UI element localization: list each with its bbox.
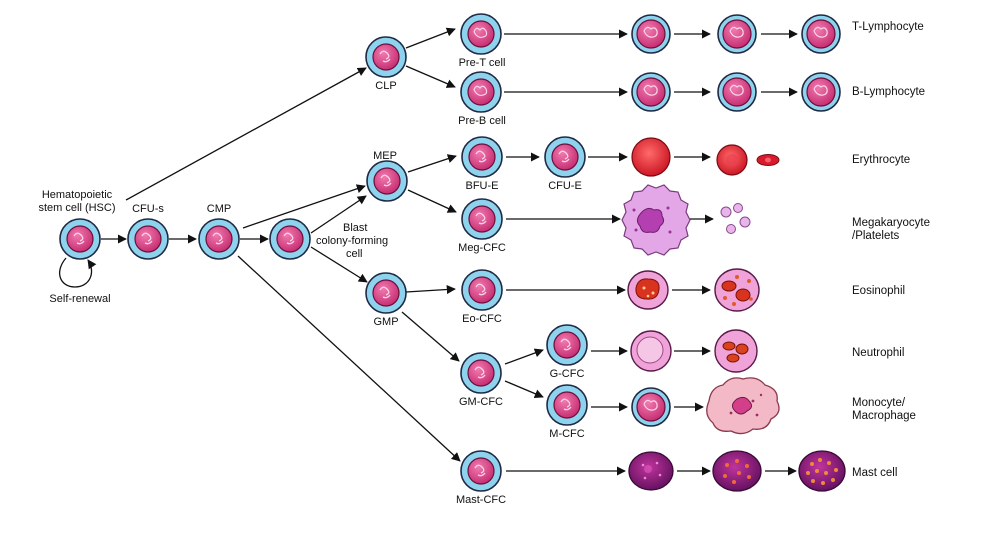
arrow-cmp-mast xyxy=(237,255,461,462)
reticulocyte-cell xyxy=(631,137,671,177)
monocyte-label-line2: Macrophage xyxy=(852,410,916,422)
macrophage-cell xyxy=(706,377,780,435)
g-cfc-cell xyxy=(546,324,588,366)
monocyte-stages xyxy=(631,377,780,435)
pre-t-label: Pre-T cell xyxy=(459,57,506,69)
cfu-s-label: CFU-s xyxy=(132,203,164,215)
neutrophil-label: Neutrophil xyxy=(852,347,904,359)
eosinophil-label: Eosinophil xyxy=(852,285,905,297)
arrow-gmcfc-gcfc xyxy=(504,348,544,365)
arrow-clp-preb xyxy=(405,65,456,88)
gmp-cell xyxy=(365,272,407,314)
mast-cell-final xyxy=(798,450,846,492)
bfu-e-cell xyxy=(461,136,503,178)
progenitor-cells xyxy=(59,13,588,492)
arrow-mep-bfue xyxy=(407,154,457,173)
b-lymph-stage-1 xyxy=(631,72,671,112)
pre-t-cell xyxy=(460,13,502,55)
platelets xyxy=(720,203,751,234)
arrow-gmp-gmcfc xyxy=(401,311,460,362)
m-cfc-cell xyxy=(546,384,588,426)
cmp-label: CMP xyxy=(207,203,231,215)
mast-cfc-label: Mast-CFC xyxy=(456,494,506,506)
lymphocyte-stages xyxy=(631,14,841,112)
mast-stage-1 xyxy=(628,451,674,491)
erythrocyte-label: Erythrocyte xyxy=(852,154,910,166)
g-cfc-label: G-CFC xyxy=(550,368,585,380)
eo-cfc-label: Eo-CFC xyxy=(462,313,502,325)
t-lymph-stage-2 xyxy=(717,14,757,54)
erythrocyte-cell xyxy=(716,144,780,176)
self-renewal-arrow xyxy=(58,257,97,288)
cfu-e-cell xyxy=(544,136,586,178)
b-lymphocyte-cell xyxy=(801,72,841,112)
neutrophil-stages xyxy=(630,329,758,373)
neutrophil-stage-1 xyxy=(630,330,672,372)
eosinophil-cell xyxy=(714,268,760,312)
clp-label: CLP xyxy=(375,80,396,92)
m-cfc-label: M-CFC xyxy=(549,428,584,440)
cfu-s-cell xyxy=(127,218,169,260)
arrow-mep-meg xyxy=(407,189,457,213)
blast-cell xyxy=(269,218,311,260)
arrow-cfus-clp xyxy=(125,67,367,201)
t-lymph-stage-1 xyxy=(631,14,671,54)
monocyte-label-line1: Monocyte/ xyxy=(852,397,906,409)
mast-cfc-cell xyxy=(460,450,502,492)
arrow-cmp-mep xyxy=(242,184,366,229)
b-lymph-stage-2 xyxy=(717,72,757,112)
blast-label-line2: colony-forming xyxy=(316,235,388,247)
arrow-blast-mep xyxy=(310,195,367,234)
hsc-label-line1: Hematopoietic xyxy=(42,189,113,201)
megakaryocyte-cell xyxy=(621,184,691,256)
self-renewal-label: Self-renewal xyxy=(49,293,110,305)
erythrocyte-stages xyxy=(631,137,780,177)
megakaryocyte-label-line2: /Platelets xyxy=(852,230,900,242)
pre-b-label: Pre-B cell xyxy=(458,115,506,127)
cmp-cell xyxy=(198,218,240,260)
cfu-e-label: CFU-E xyxy=(548,180,582,192)
mep-cell xyxy=(366,160,408,202)
clp-cell xyxy=(365,36,407,78)
eosinophil-stage-1 xyxy=(627,270,669,310)
gmp-label: GMP xyxy=(373,316,398,328)
meg-cfc-label: Meg-CFC xyxy=(458,242,506,254)
eo-cfc-cell xyxy=(461,269,503,311)
bfu-e-label: BFU-E xyxy=(466,180,499,192)
megakaryocyte-stages xyxy=(621,184,751,256)
megakaryocyte-label-line1: Megakaryocyte xyxy=(852,217,930,229)
hsc-cell xyxy=(59,218,101,260)
pre-b-cell xyxy=(460,71,502,113)
neutrophil-cell xyxy=(714,329,758,373)
arrow-gmp-eocfc xyxy=(405,284,456,295)
arrows xyxy=(58,27,798,476)
t-lymphocyte-label: T-Lymphocyte xyxy=(852,21,924,33)
gm-cfc-label: GM-CFC xyxy=(459,396,503,408)
eosinophil-stages xyxy=(627,268,760,312)
b-lymphocyte-label: B-Lymphocyte xyxy=(852,86,925,98)
progenitor-labels: Hematopoietic stem cell (HSC) Self-renew… xyxy=(38,57,584,506)
mast-cell-label: Mast cell xyxy=(852,467,897,479)
final-cell-labels: T-Lymphocyte B-Lymphocyte Erythrocyte Me… xyxy=(852,21,930,479)
arrow-gmcfc-mcfc xyxy=(504,380,544,399)
mast-stages xyxy=(628,450,846,492)
t-lymphocyte-cell xyxy=(801,14,841,54)
meg-cfc-cell xyxy=(461,198,503,240)
mast-stage-2 xyxy=(712,450,762,492)
mep-label: MEP xyxy=(373,150,397,162)
blast-label-line3: cell xyxy=(346,248,363,260)
blast-label-line1: Blast xyxy=(343,222,367,234)
hsc-label-line2: stem cell (HSC) xyxy=(38,202,115,214)
arrow-clp-pret xyxy=(405,27,456,49)
gm-cfc-cell xyxy=(460,352,502,394)
arrow-blast-gmp xyxy=(310,246,368,283)
monocyte-cell xyxy=(631,387,671,427)
